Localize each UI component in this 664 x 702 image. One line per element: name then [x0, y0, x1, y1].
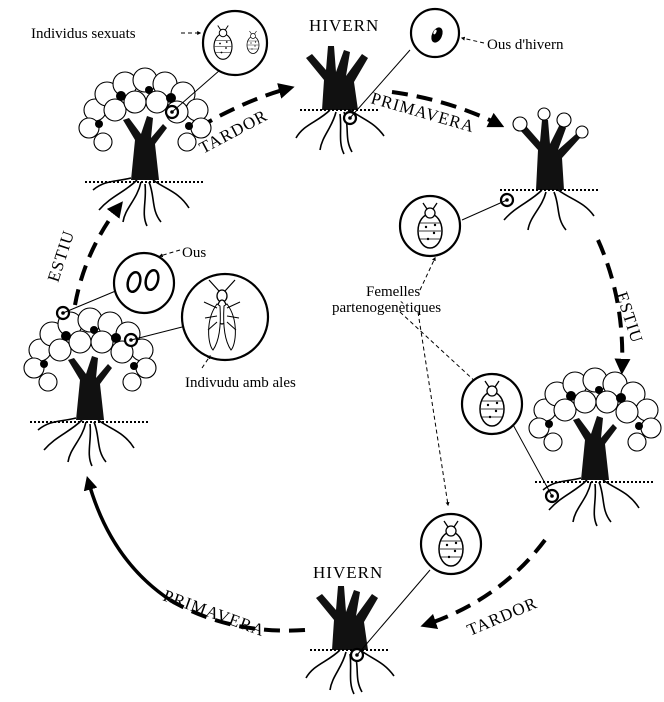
label-femelles-1: Femelles: [366, 284, 420, 300]
label-ous: Ous: [182, 245, 206, 261]
arrow-estiu-left: [75, 205, 120, 305]
label-femelles-2: partenogenètiques: [332, 300, 441, 316]
label-estiu-left: ESTIU: [44, 228, 79, 284]
label-individus-sexuats: Individus sexuats: [31, 26, 136, 42]
label-tardor-bottom: TARDOR: [464, 593, 540, 640]
parthenogenetic-female-circle-2: [462, 374, 522, 434]
label-primavera-bottom: PRIMAVERA: [161, 586, 268, 640]
winter-stump-bottom-icon: [306, 586, 394, 694]
label-ous-hivern: Ous d'hivern: [487, 37, 564, 53]
label-hivern-bottom: HIVERN: [313, 563, 383, 582]
vine-tree-icon: [79, 68, 211, 226]
eggs-circle: [114, 253, 174, 313]
sexual-individuals-circle: [203, 11, 267, 75]
parthenogenetic-female-circle-1: [400, 196, 460, 256]
label-estiu-right: ESTIU: [612, 289, 647, 345]
label-individu-ales: Indivudu amb ales: [185, 375, 296, 391]
leafy-vine-left-icon: [24, 308, 156, 466]
arrow-primavera-bottom-head: [88, 480, 170, 600]
winter-eggs-circle: [411, 9, 459, 57]
winged-individual-circle: [182, 274, 268, 360]
parthenogenetic-female-circle-3: [421, 514, 481, 574]
spring-vine-icon: [500, 108, 600, 230]
label-hivern-top: HIVERN: [309, 16, 379, 35]
